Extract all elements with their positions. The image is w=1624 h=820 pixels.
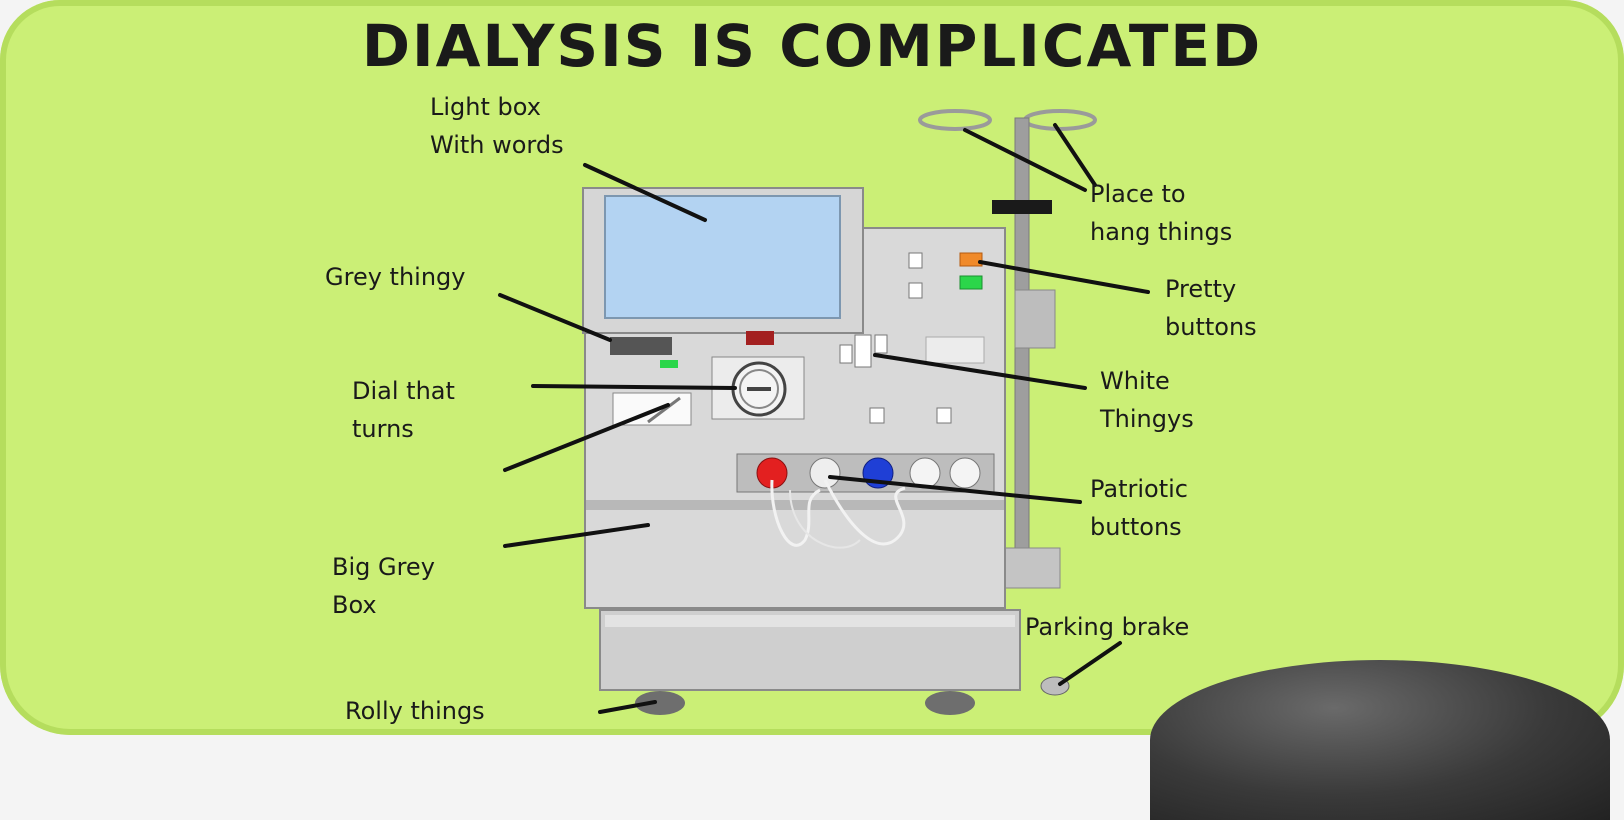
machine-body bbox=[583, 188, 1005, 608]
label-patriotic-buttons: Patriotic buttons bbox=[1090, 470, 1188, 546]
label-grey-thingy: Grey thingy bbox=[325, 258, 465, 296]
label-dial-that-turns: Dial that turns bbox=[352, 372, 455, 448]
label-parking-brake: Parking brake bbox=[1025, 608, 1189, 646]
label-white-thingys: White Thingys bbox=[1100, 362, 1194, 438]
dialysis-machine-diagram bbox=[0, 0, 1624, 735]
machine-base bbox=[600, 610, 1069, 715]
label-light-box: Light box With words bbox=[430, 88, 564, 164]
label-pretty-buttons: Pretty buttons bbox=[1165, 270, 1257, 346]
label-big-grey-box: Big Grey Box bbox=[332, 548, 435, 624]
label-place-to-hang-things: Place to hang things bbox=[1090, 175, 1232, 251]
computer-mouse bbox=[1150, 660, 1610, 820]
label-rolly-things: Rolly things bbox=[345, 692, 485, 730]
